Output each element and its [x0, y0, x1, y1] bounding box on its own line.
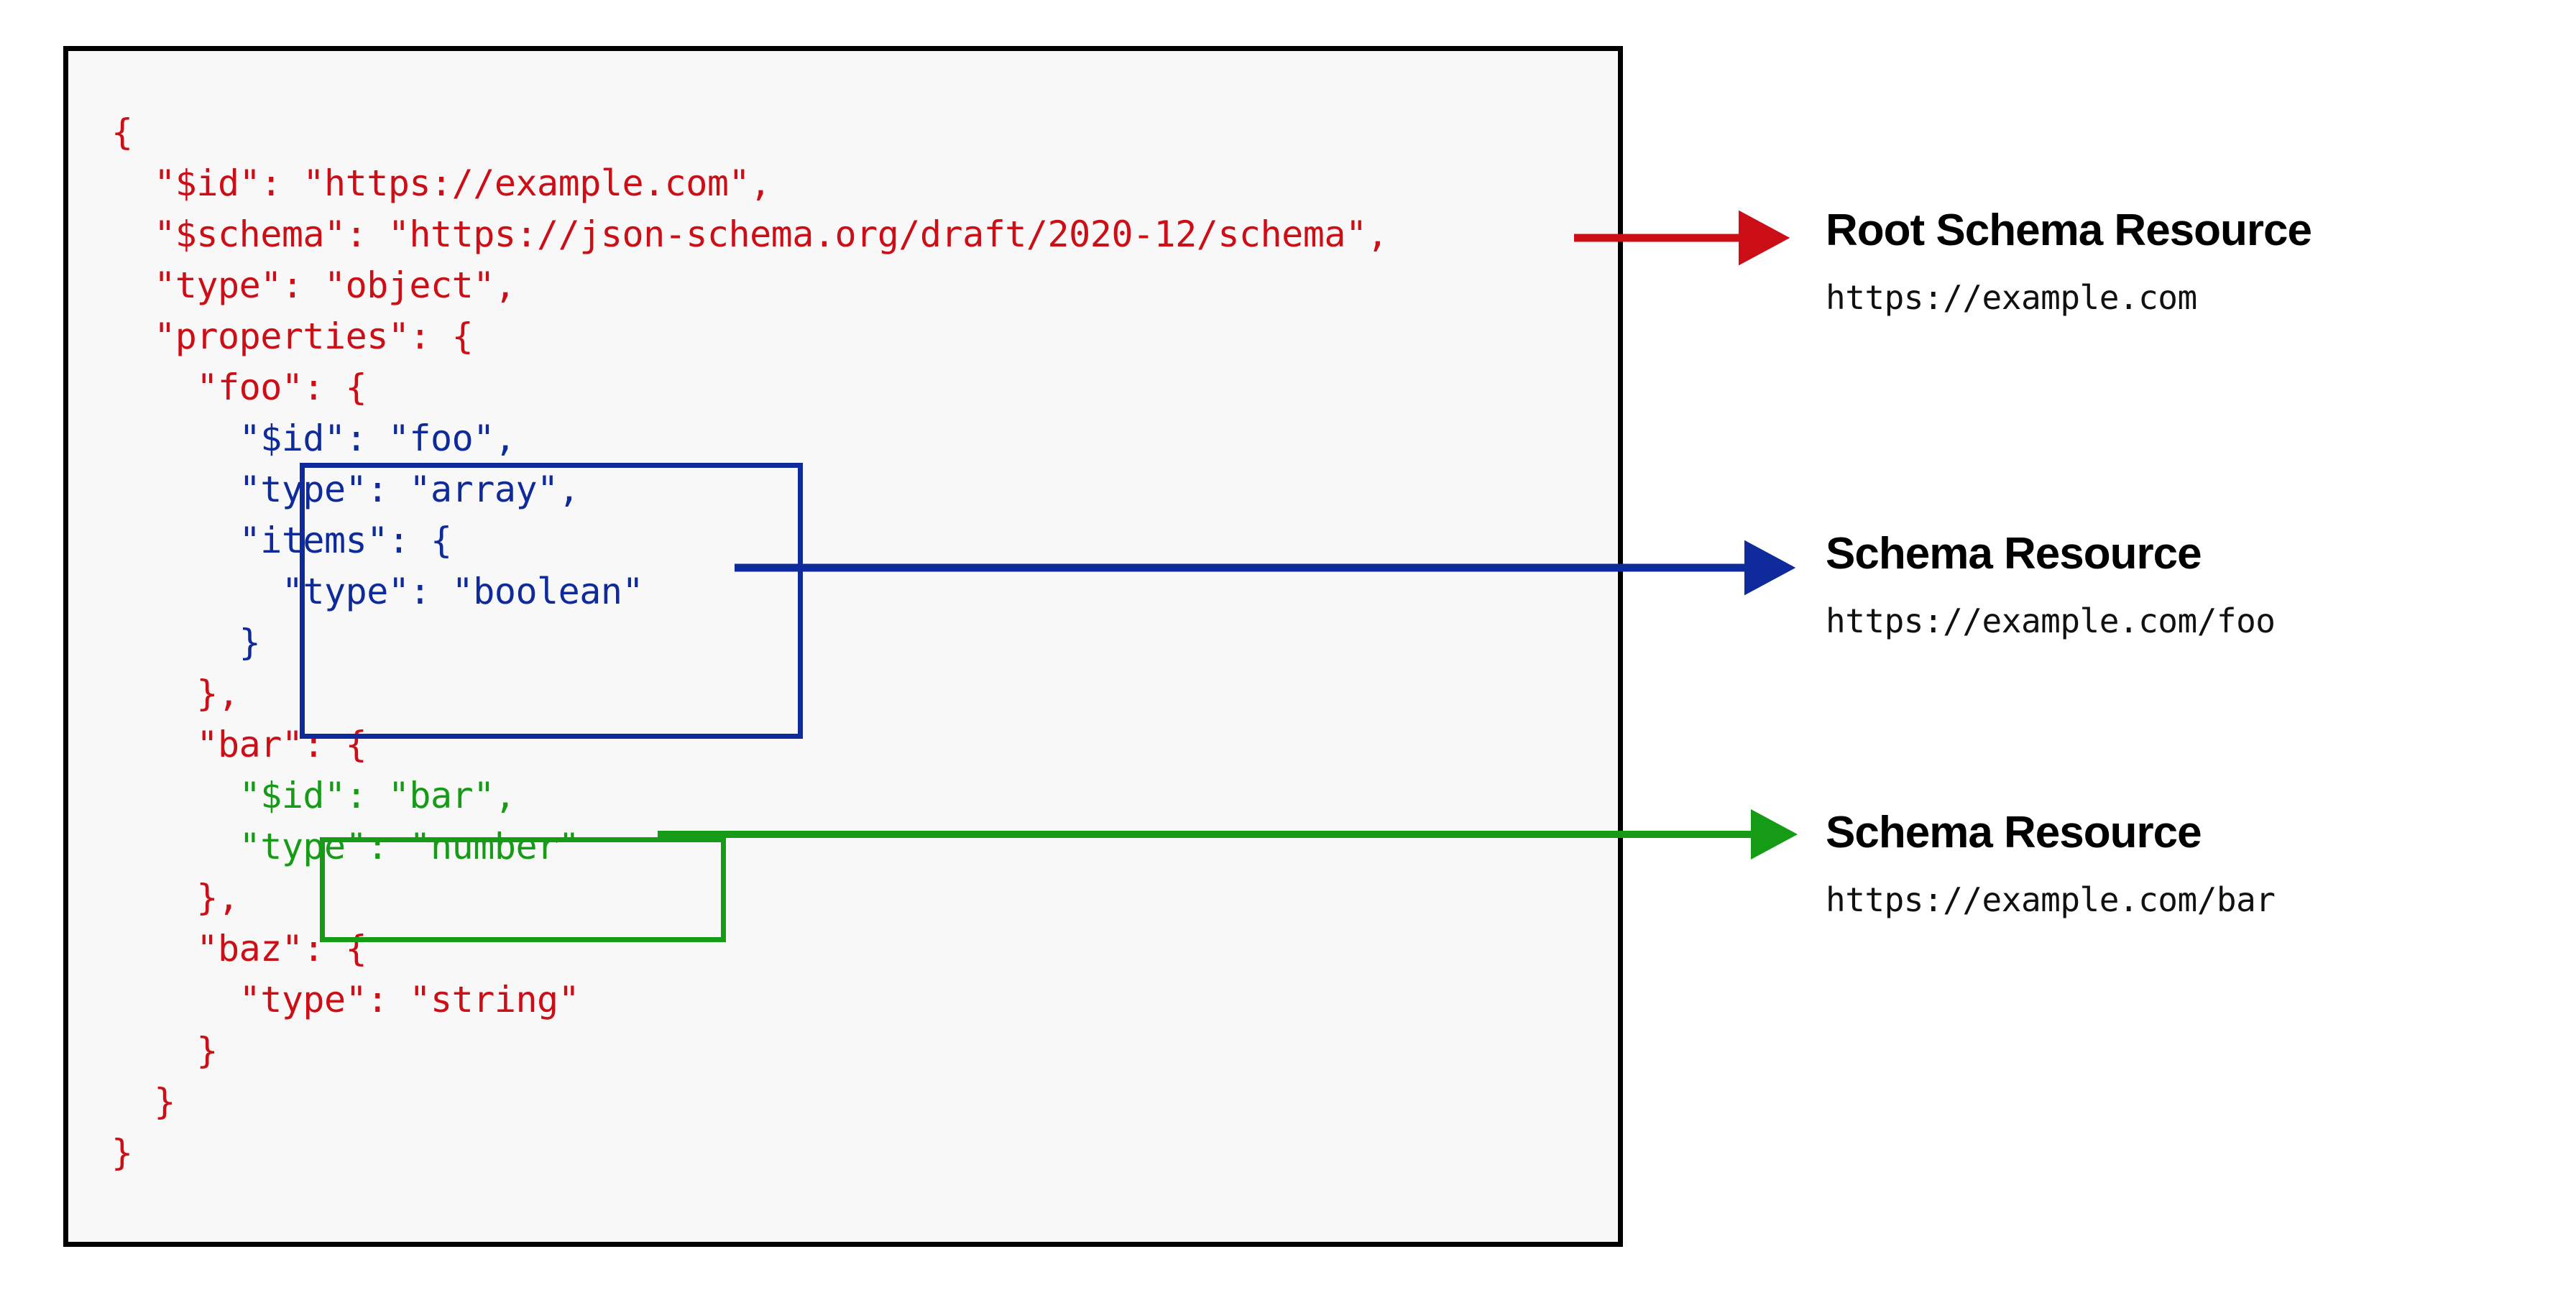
code-line: "type": "number" [111, 826, 580, 867]
code-line: "$id": "bar", [111, 775, 516, 816]
code-line: "properties": { [111, 315, 474, 357]
code-line: }, [111, 877, 239, 918]
code-block: { "$id": "https://example.com", "$schema… [111, 107, 1389, 1179]
code-line: "$id": "https://example.com", [111, 162, 771, 204]
code-line: "type": "object", [111, 264, 516, 306]
callout-url: https://example.com [1826, 278, 2197, 318]
code-line: }, [111, 673, 239, 714]
code-line: } [111, 1132, 133, 1174]
code-line: "foo": { [111, 367, 367, 408]
callout-root-schema-resource: Root Schema Resource https://example.com [1826, 207, 2312, 317]
code-line: } [111, 1081, 175, 1123]
code-line: "type": "boolean" [111, 571, 644, 612]
bar-schema-resource-box [320, 837, 726, 942]
code-line: "type": "array", [111, 469, 580, 510]
callout-url: https://example.com/foo [1826, 602, 2276, 641]
code-line: "baz": { [111, 928, 367, 969]
callout-title: Root Schema Resource [1826, 206, 2312, 255]
code-line: "type": "string" [111, 979, 580, 1020]
foo-schema-resource-box [300, 463, 803, 739]
callout-schema-resource-foo: Schema Resource https://example.com/foo [1826, 529, 2276, 641]
callout-url: https://example.com/bar [1826, 880, 2276, 920]
code-line: } [111, 1030, 218, 1072]
code-line: { [111, 111, 133, 153]
callout-schema-resource-bar: Schema Resource https://example.com/bar [1826, 808, 2276, 920]
json-schema-code-panel: { "$id": "https://example.com", "$schema… [63, 46, 1623, 1247]
callout-title: Schema Resource [1826, 529, 2202, 579]
code-line: "$id": "foo", [111, 418, 516, 459]
code-line: } [111, 622, 261, 663]
code-line: "items": { [111, 520, 453, 561]
code-line: "$schema": "https://json-schema.org/draf… [111, 213, 1389, 255]
callout-title: Schema Resource [1826, 808, 2202, 857]
